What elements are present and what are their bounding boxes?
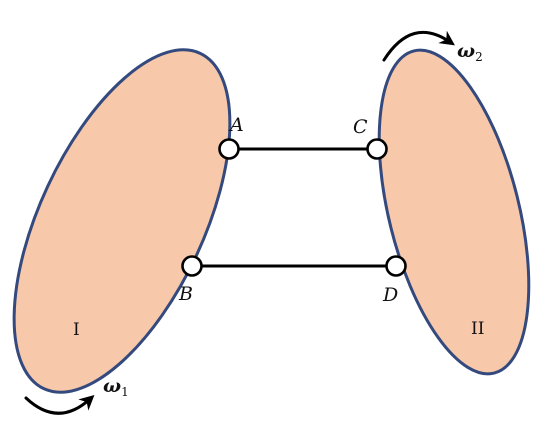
joint-b (181, 255, 203, 277)
joint-d (385, 255, 407, 277)
joint-c (366, 138, 388, 160)
omega-two-subscript: 2 (475, 50, 483, 64)
label-body-two: II (471, 319, 484, 339)
joint-a (218, 138, 240, 160)
omega-one-subscript: 1 (121, 385, 129, 399)
label-point-d: D (382, 284, 398, 306)
label-omega-one: ω1 (103, 375, 129, 399)
label-point-b: B (178, 283, 193, 305)
body-one (12, 48, 232, 394)
label-body-one: I (73, 320, 80, 340)
label-omega-two: ω2 (457, 40, 483, 64)
body-two (377, 48, 531, 376)
label-point-a: A (228, 114, 244, 136)
omega-two-arrow-icon (382, 30, 455, 62)
omega-one-arrow-icon (24, 394, 95, 415)
omega-one-symbol: ω (103, 375, 121, 397)
omega-two-symbol: ω (457, 40, 475, 62)
label-point-c: C (353, 116, 368, 138)
